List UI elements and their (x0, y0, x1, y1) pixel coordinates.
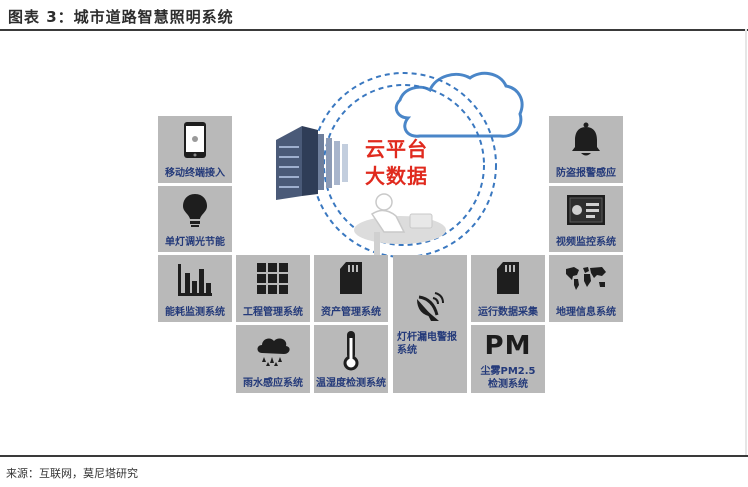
tile-pole-leak-alarm: 灯杆漏电警报系统 (393, 255, 467, 393)
grid-icon (257, 263, 288, 294)
tile-label: 防盗报警感应 (556, 168, 616, 179)
bar-chart-icon (178, 264, 212, 296)
center-label-cloud-platform: 云平台 (365, 137, 428, 161)
tile-label: 视频监控系统 (556, 237, 616, 248)
tile-label: 移动终端接入 (165, 168, 225, 179)
thermometer-icon (343, 331, 359, 371)
tile-label: 温湿度检测系统 (316, 378, 386, 389)
tile-label: 灯杆漏电警报系统 (397, 332, 457, 356)
tile-mobile-access: 移动终端接入 (158, 116, 232, 183)
tile-label: 尘雾PM2.5 检测系统 (471, 365, 545, 391)
top-rule (0, 29, 748, 31)
tile-label: 能耗监测系统 (165, 307, 225, 318)
sd-card-icon (340, 262, 362, 294)
orbit-inner (323, 84, 485, 246)
bell-icon (572, 122, 600, 156)
tile-ops-data: 运行数据采集 (471, 255, 545, 322)
figure-title: 图表 3：城市道路智慧照明系统 (8, 8, 234, 26)
rain-cloud-icon (257, 338, 290, 366)
pm-label-line1: 尘雾PM2.5 (480, 366, 536, 377)
server-icon (276, 126, 348, 200)
tile-rain-sensing: 雨水感应系统 (236, 325, 310, 393)
tile-label: 资产管理系统 (321, 307, 381, 318)
bottom-rule (0, 455, 748, 457)
smartphone-icon (184, 122, 206, 158)
figure-source: 来源：互联网，莫尼塔研究 (6, 467, 138, 480)
monitor-panel-icon (567, 195, 605, 225)
tile-video-surveillance: 视频监控系统 (549, 186, 623, 252)
tile-anti-theft: 防盗报警感应 (549, 116, 623, 183)
light-bulb-icon (183, 194, 207, 227)
pm-icon: PM (484, 331, 532, 361)
tile-label: 运行数据采集 (478, 307, 538, 318)
person-at-desk-icon (354, 193, 446, 266)
tile-energy-monitoring: 能耗监测系统 (158, 255, 232, 322)
tile-asset-mgmt: 资产管理系统 (314, 255, 388, 322)
tile-label: 雨水感应系统 (243, 378, 303, 389)
tile-geo-info: 地理信息系统 (549, 255, 623, 322)
tile-label: 地理信息系统 (556, 307, 616, 318)
sd-card-icon (497, 262, 519, 294)
tile-pm25-detection: PM 尘雾PM2.5 检测系统 (471, 325, 545, 393)
tile-temp-humidity: 温湿度检测系统 (314, 325, 388, 393)
tile-label: 工程管理系统 (243, 307, 303, 318)
cloud-icon (394, 71, 524, 138)
tile-lamp-dimming: 单灯调光节能 (158, 186, 232, 252)
world-map-icon (566, 267, 606, 290)
center-label-big-data: 大数据 (365, 164, 428, 188)
satellite-dish-icon (417, 292, 444, 321)
pm-label-line2: 检测系统 (488, 379, 528, 390)
tile-engineering-mgmt: 工程管理系统 (236, 255, 310, 322)
tile-label: 单灯调光节能 (165, 237, 225, 248)
right-rule (745, 29, 747, 455)
